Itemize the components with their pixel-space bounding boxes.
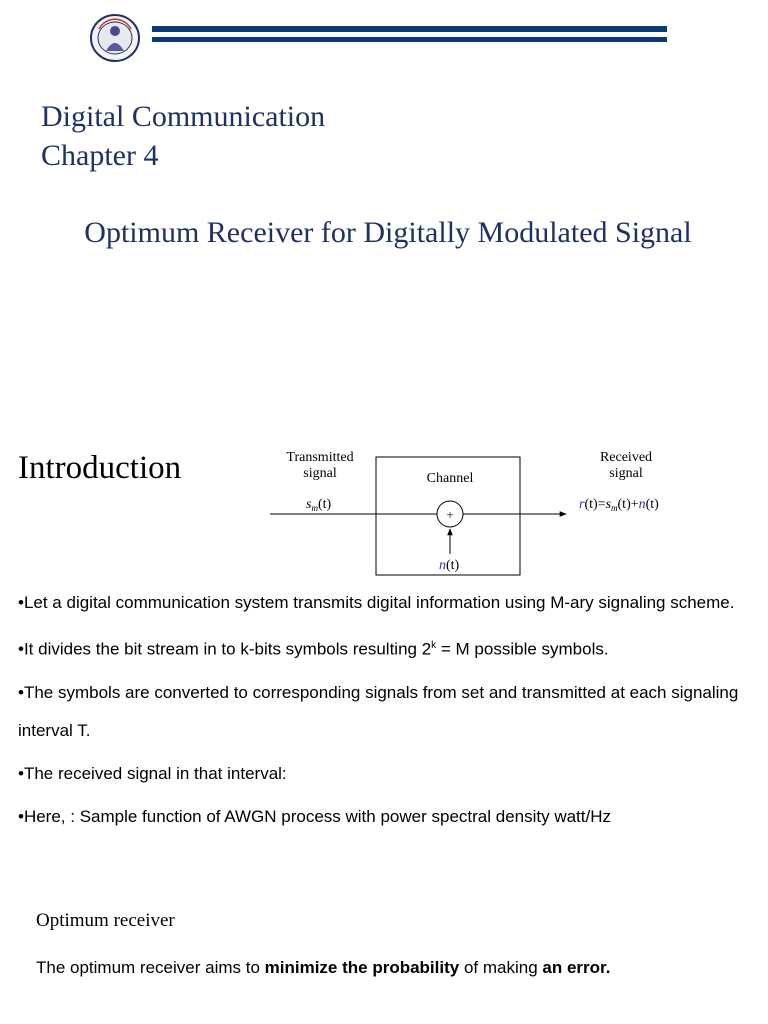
header-rule-top [152, 26, 667, 32]
channel-label: Channel [427, 471, 474, 486]
introduction-heading: Introduction [18, 450, 182, 486]
transmitted-label-line2: signal [303, 466, 337, 481]
course-title: Digital Communication [41, 100, 326, 133]
chapter-subtitle: Optimum Receiver for Digitally Modulated… [84, 216, 692, 249]
university-emblem-icon [90, 14, 140, 62]
chapter-label: Chapter 4 [41, 139, 159, 172]
header-rule-bottom [152, 37, 667, 42]
received-label-line2: signal [609, 466, 643, 481]
output-signal-label: r(t)=sm(t)+n(t) [579, 497, 659, 513]
adder-symbol: + [446, 507, 453, 522]
channel-model-diagram: + Transmitted signal Channel Received si… [270, 450, 659, 576]
optimum-receiver-text: The optimum receiver aims to minimize th… [36, 958, 611, 977]
adder-node [436, 500, 464, 528]
channel-box [375, 456, 521, 576]
bullet-item: •Here, : Sample function of AWGN process… [18, 806, 611, 826]
bullet-item: •The received signal in that interval: [18, 763, 287, 783]
bullet-item: •It divides the bit stream in to k-bits … [18, 639, 609, 659]
bullet-item: •Let a digital communication system tran… [18, 593, 735, 612]
optimum-receiver-heading: Optimum receiver [36, 910, 175, 931]
transmitted-label-line1: Transmitted [286, 450, 353, 465]
intro-bullet-list: •Let a digital communication system tran… [18, 584, 766, 836]
bullet-item: •The symbols are converted to correspond… [18, 682, 739, 740]
noise-label: n(t) [439, 558, 460, 573]
input-signal-label: sm(t) [306, 497, 332, 513]
received-label-line1: Received [600, 450, 652, 465]
